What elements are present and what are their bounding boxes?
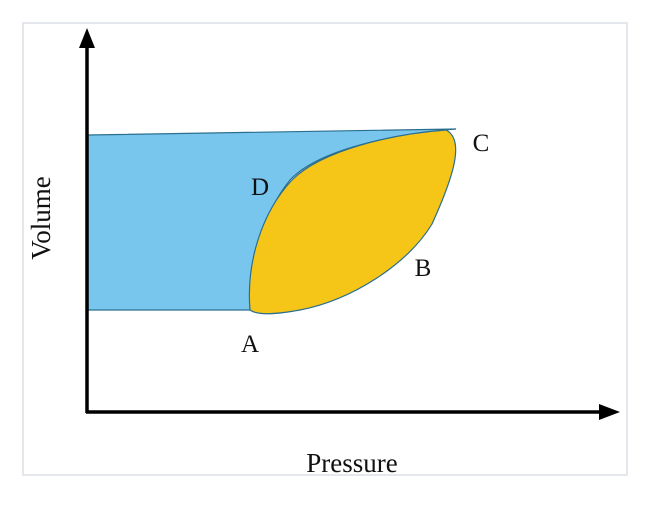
point-label-a: A (241, 331, 259, 358)
y-axis-label: Volume (26, 176, 56, 260)
yellow-loop (248, 129, 457, 315)
point-label-c: C (473, 130, 490, 157)
x-axis-label: Pressure (306, 448, 397, 478)
y-axis (79, 28, 95, 413)
point-label-b: B (415, 255, 432, 282)
point-label-d: D (251, 174, 269, 201)
x-axis (86, 404, 620, 420)
y-axis-arrowhead (79, 28, 95, 48)
x-axis-arrowhead (599, 404, 620, 420)
